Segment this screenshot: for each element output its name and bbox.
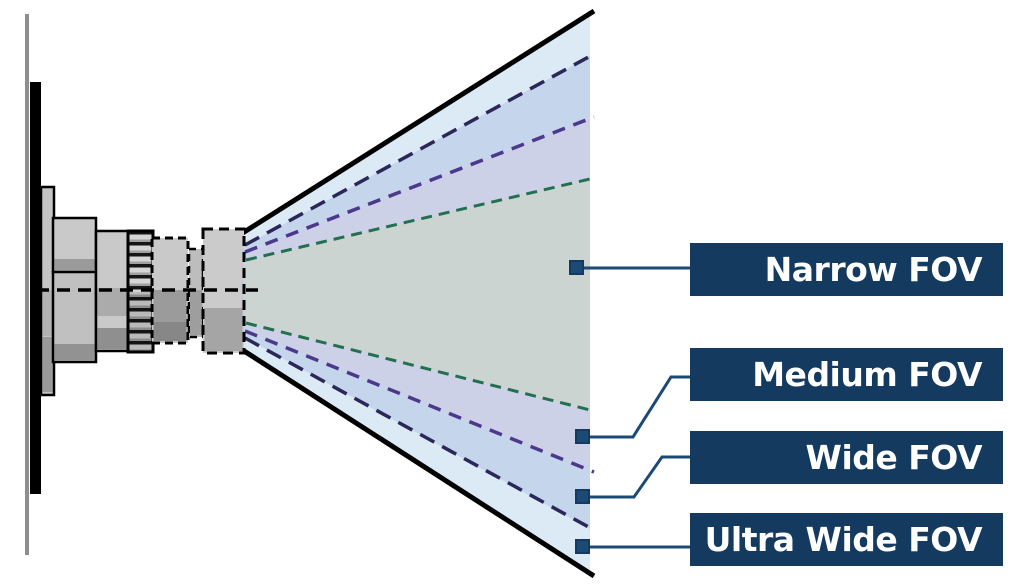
fov-line-narrow-top — [245, 176, 595, 262]
connector-medium — [584, 375, 691, 439]
lens-rear-plate-shadow — [42, 337, 53, 392]
label-wide-fov: Wide FOV — [690, 431, 1003, 484]
lens-front-barrel-shade — [153, 290, 187, 323]
label-wide-fov-text: Wide FOV — [805, 438, 983, 477]
fov-line-medium-top — [244, 115, 595, 254]
fov-line-ultrawide-top — [239, 8, 596, 237]
lens-ring1-lower-band — [54, 344, 95, 360]
marker-ultrawide — [575, 539, 590, 554]
fov-line-medium-bottom — [244, 329, 595, 474]
lens-connector-shade — [190, 290, 202, 335]
fov-line-wide-top — [244, 52, 595, 247]
lens-front-barrel-shadow — [153, 322, 187, 341]
label-ultrawide-fov: Ultra Wide FOV — [690, 513, 1003, 566]
fov-line-ultrawide-bottom — [239, 346, 596, 579]
label-medium-fov: Medium FOV — [690, 348, 1003, 401]
marker-medium — [575, 429, 590, 444]
camera-lens — [36, 185, 258, 397]
lens-ring1-band — [54, 259, 95, 270]
label-narrow-fov: Narrow FOV — [690, 243, 1003, 296]
fov-line-narrow-bottom — [245, 321, 595, 413]
lens-rear-plate-shade — [42, 290, 53, 336]
connector-wide — [584, 455, 691, 499]
wall-line — [25, 14, 29, 555]
lens-barrel-shadow — [97, 328, 127, 349]
lens-barrel-shade — [97, 288, 127, 316]
lens-front-element-shade — [204, 308, 243, 351]
lens-focus-ring-shade — [128, 292, 153, 352]
fov-fill-narrow — [245, 179, 590, 410]
label-ultrawide-fov-text: Ultra Wide FOV — [704, 520, 983, 559]
label-narrow-fov-text: Narrow FOV — [764, 250, 983, 289]
marker-wide — [575, 489, 590, 504]
fov-line-wide-bottom — [244, 336, 595, 532]
marker-narrow — [569, 260, 584, 275]
mount-bar — [30, 82, 41, 494]
label-medium-fov-text: Medium FOV — [752, 355, 982, 394]
